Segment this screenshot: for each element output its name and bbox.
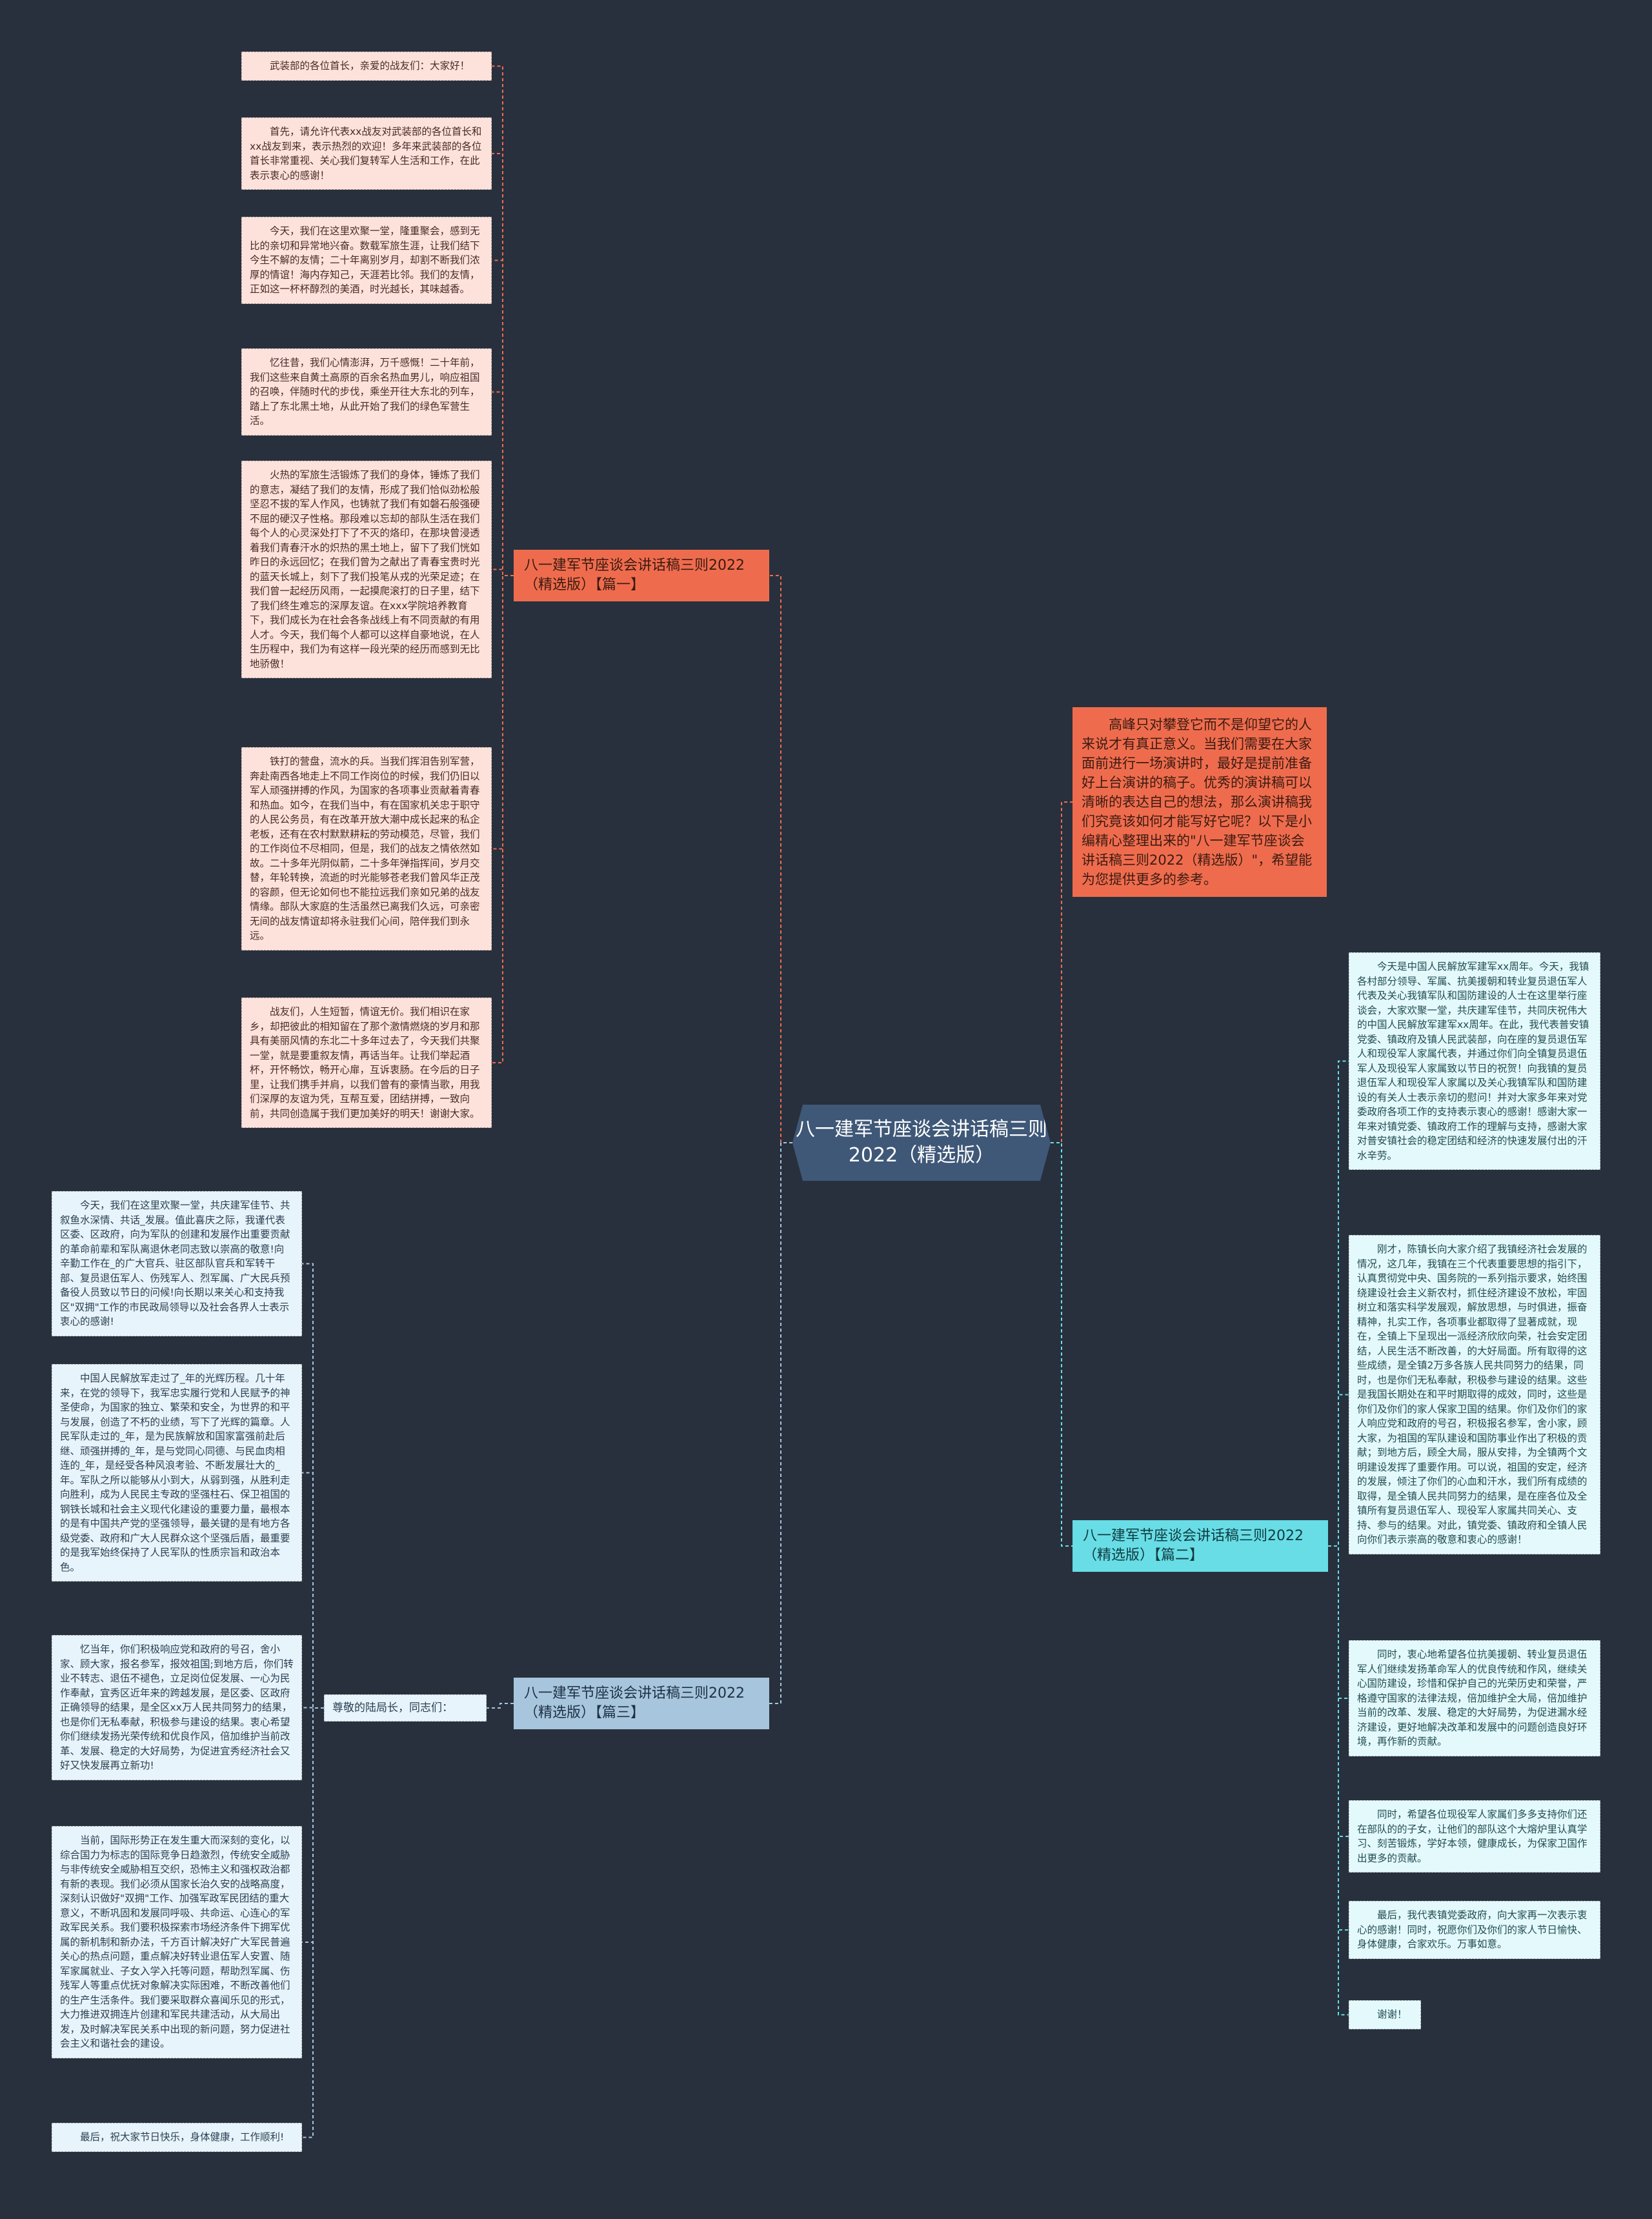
connector-20 [1328, 1545, 1349, 1837]
connector-10 [302, 1263, 324, 1709]
b1-leaf-3[interactable]: 今天，我们在这里欢聚一堂，隆重聚会，感到无比的亲切和异常地兴奋。数载军旅生涯，让… [241, 217, 492, 304]
b1-leaf-2[interactable]: 首先，请允许代表xx战友对武装部的各位首长和xx战友到来，表示热烈的欢迎！多年来… [241, 117, 492, 190]
connector-7 [492, 575, 514, 1063]
b1-leaf-4[interactable]: 忆往昔，我们心情澎湃，万千感慨！二十年前，我们这些来自黄土高原的百余名热血男儿，… [241, 348, 492, 436]
connector-14 [302, 1707, 324, 2138]
connector-22 [1328, 1545, 1349, 2016]
connector-15 [1051, 801, 1073, 1143]
connector-5 [492, 568, 514, 576]
central-topic[interactable]: 八一建军节座谈会讲话稿三则2022（精选版） [792, 1105, 1051, 1181]
branch-part-1[interactable]: 八一建军节座谈会讲话稿三则2022（精选版）【篇一】 [514, 550, 769, 601]
b3-leaf-5[interactable]: 最后，我代表镇党委政府，向大家再一次表示衷心的感谢！同时，祝愿你们及你们的家人节… [1349, 1901, 1600, 1959]
connector-18 [1328, 1394, 1349, 1547]
b3-leaf-2[interactable]: 刚才，陈镇长向大家介绍了我镇经济社会发展的情况，这几年，我镇在三个代表重要思想的… [1349, 1235, 1600, 1554]
connector-12 [302, 1707, 324, 1709]
connector-4 [492, 391, 514, 576]
connector-9 [487, 1703, 514, 1709]
connector-16 [1051, 1142, 1073, 1547]
b3-leaf-4[interactable]: 同时，希望各位现役军人家属们多多支持你们还在部队的的子女，让他们的部队这个大熔炉… [1349, 1800, 1600, 1873]
branch-part-3[interactable]: 八一建军节座谈会讲话稿三则2022（精选版）【篇三】 [514, 1678, 769, 1729]
b3-leaf-1[interactable]: 今天是中国人民解放军建军xx周年。今天，我镇各村部分领导、军属、抗美援朝和转业复… [1349, 952, 1600, 1170]
connector-19 [1328, 1545, 1349, 1699]
connector-6 [492, 575, 514, 850]
connector-8 [769, 1142, 792, 1704]
b1-leaf-1[interactable]: 武装部的各位首长，亲爱的战友们：大家好！ [241, 52, 492, 81]
b2-leaf-2[interactable]: 中国人民解放军走过了_年的光辉历程。几十年来，在党的领导下，我军忠实履行党和人民… [52, 1364, 302, 1581]
b1-leaf-6[interactable]: 铁打的营盘，流水的兵。当我们挥泪告别军营，奔赴南西各地走上不同工作岗位的时候，我… [241, 747, 492, 950]
connector-11 [302, 1472, 324, 1709]
b1-leaf-5[interactable]: 火热的军旅生活锻炼了我们的身体，锤炼了我们的意志，凝结了我们的友情，形成了我们恰… [241, 461, 492, 678]
branch-part-2[interactable]: 八一建军节座谈会讲话稿三则2022（精选版）【篇二】 [1073, 1520, 1328, 1572]
intro-text[interactable]: 高峰只对攀登它而不是仰望它的人来说才有真正意义。当我们需要在大家面前进行一场演讲… [1073, 707, 1327, 897]
connector-13 [302, 1707, 324, 1943]
b3-leaf-3[interactable]: 同时，衷心地希望各位抗美援朝、转业复员退伍军人们继续发扬革命军人的优良传统和作风… [1349, 1640, 1600, 1756]
connector-1 [492, 65, 514, 576]
connector-0 [769, 575, 792, 1143]
connector-3 [492, 259, 514, 576]
connector-2 [492, 153, 514, 576]
connector-21 [1328, 1545, 1349, 1931]
connector-17 [1328, 1060, 1349, 1547]
b2-leaf-4[interactable]: 当前，国际形势正在发生重大而深刻的变化，以综合国力为标志的国际竞争日趋激烈，传统… [52, 1826, 302, 2058]
b3-leaf-6[interactable]: 谢谢！ [1349, 2000, 1421, 2029]
b1-leaf-7[interactable]: 战友们，人生短暂，情谊无价。我们相识在家乡，却把彼此的相知留在了那个激情燃烧的岁… [241, 998, 492, 1128]
b2-leaf-1[interactable]: 今天，我们在这里欢聚一堂，共庆建军佳节、共叙鱼水深情、共话_发展。值此喜庆之际，… [52, 1191, 302, 1336]
b2-leaf-5[interactable]: 最后，祝大家节日快乐，身体健康，工作顺利! [52, 2123, 302, 2152]
b2-leaf-3[interactable]: 忆当年，你们积极响应党和政府的号召，舍小家、顾大家，报名参军，报效祖国;到地方后… [52, 1635, 302, 1780]
b2-greeting[interactable]: 尊敬的陆局长，同志们： [324, 1694, 487, 1722]
